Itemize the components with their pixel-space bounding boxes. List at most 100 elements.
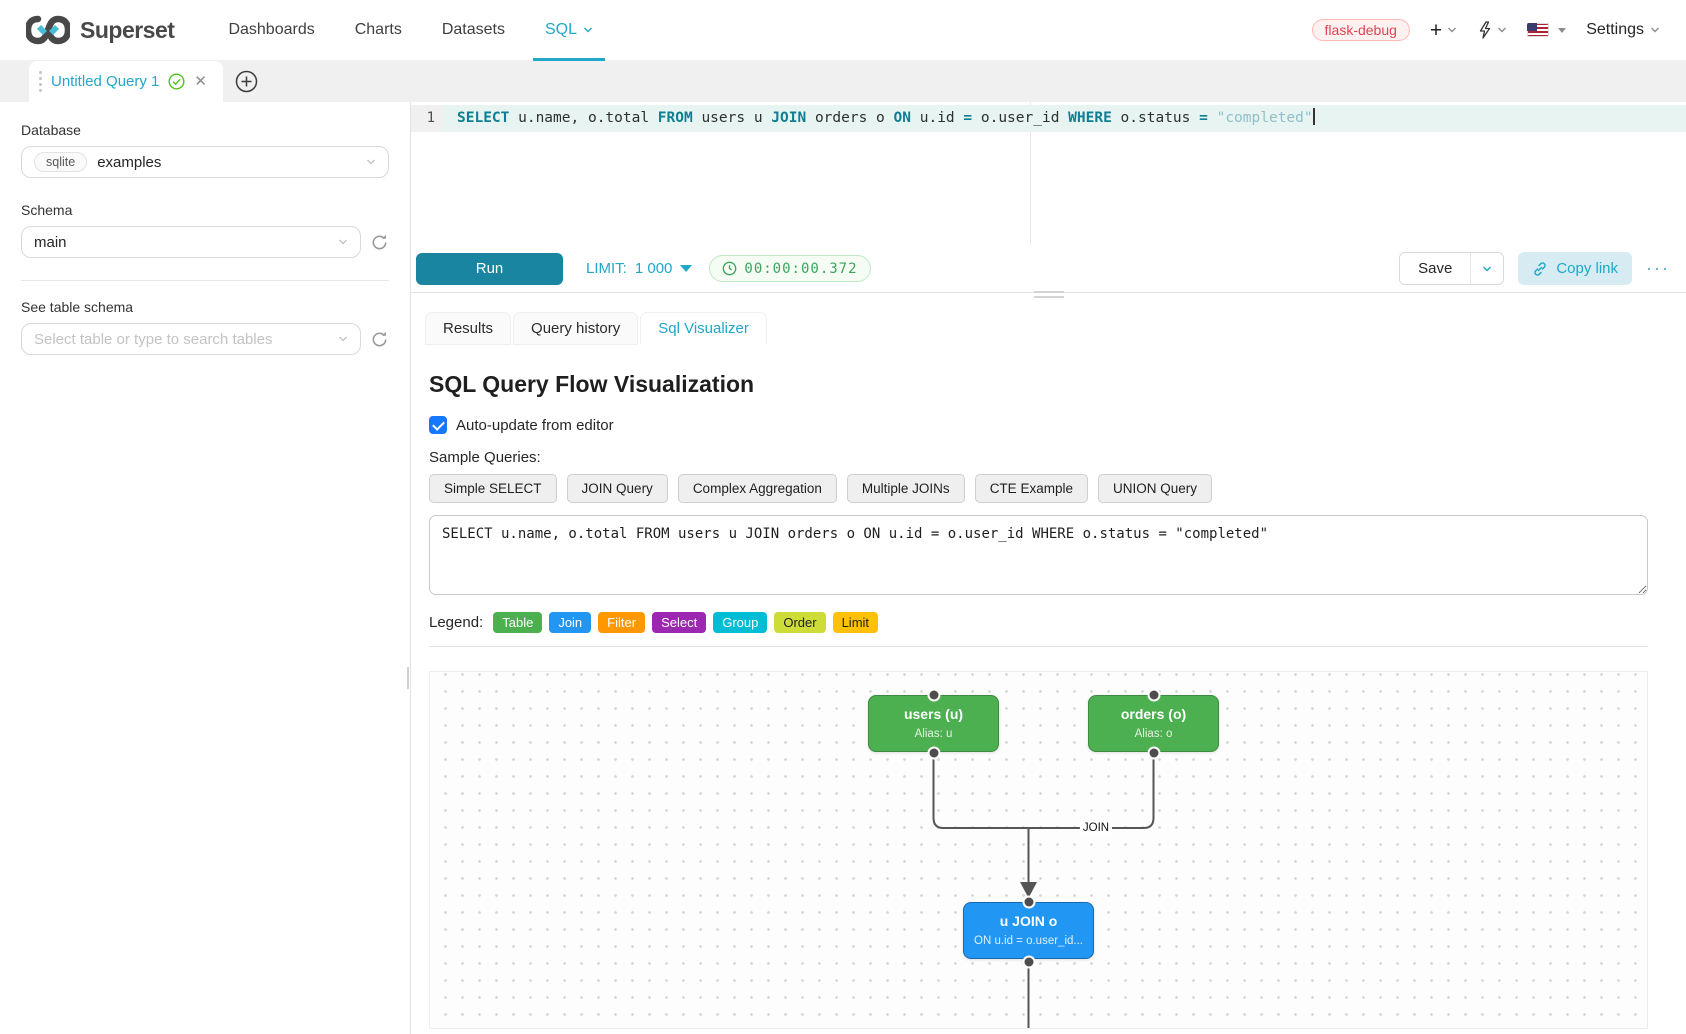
superset-infinity-icon: [26, 15, 70, 45]
sql-token: u.name, o.total: [509, 110, 658, 126]
node-handle[interactable]: [1024, 957, 1033, 967]
database-select[interactable]: sqlite examples: [21, 146, 389, 178]
pane-resize-handle[interactable]: [1033, 291, 1064, 298]
timer-value: 00:00:00.372: [744, 260, 858, 277]
flow-canvas[interactable]: users (u) Alias: u orders (o) Alias: o u…: [429, 671, 1648, 1029]
sample-query-union-query[interactable]: UNION Query: [1097, 474, 1212, 503]
node-handle[interactable]: [929, 690, 938, 700]
save-options-caret[interactable]: [1470, 253, 1503, 284]
legend-badge-group: Group: [713, 612, 768, 633]
limit-label: LIMIT:: [586, 260, 627, 277]
sql-editor[interactable]: 1 SELECT u.name, o.total FROM users u JO…: [411, 102, 1686, 245]
limit-dropdown[interactable]: LIMIT: 1 000: [586, 260, 693, 277]
superset-logo[interactable]: Superset: [26, 15, 175, 45]
query-tab-label[interactable]: Untitled Query 1: [51, 73, 160, 90]
refresh-schemas-icon[interactable]: [370, 233, 389, 252]
flow-node-join[interactable]: u JOIN o ON u.id = o.user_id...: [963, 902, 1094, 959]
tab-sql-visualizer[interactable]: Sql Visualizer: [640, 312, 767, 345]
auto-update-row[interactable]: Auto-update from editor: [429, 416, 1648, 434]
sql-token: u.id: [911, 110, 964, 126]
language-picker[interactable]: [1527, 23, 1567, 37]
sample-query-simple-select[interactable]: Simple SELECT: [429, 474, 557, 503]
navbar-right: flask-debug + Settings: [1311, 19, 1660, 41]
node-subtitle: Alias: u: [914, 728, 953, 740]
copy-link-button[interactable]: Copy link: [1518, 252, 1633, 285]
tab-results[interactable]: Results: [425, 312, 512, 345]
plus-icon: +: [1429, 18, 1443, 42]
sql-token: FROM: [657, 110, 693, 126]
table-schema-label: See table schema: [21, 299, 134, 315]
chevron-down-icon: [1498, 27, 1507, 33]
sql-visualizer-panel: SQL Query Flow Visualization Auto-update…: [425, 345, 1648, 1029]
nav-item-datasets[interactable]: Datasets: [441, 21, 505, 38]
top-navbar: Superset Dashboards Charts Datasets SQL fla…: [0, 0, 1686, 61]
sql-code-line[interactable]: SELECT u.name, o.total FROM users u JOIN…: [443, 105, 1686, 132]
schema-select[interactable]: main: [21, 226, 361, 258]
text-cursor: [1312, 108, 1315, 125]
schema-label: Schema: [21, 202, 73, 218]
legend-badge-limit: Limit: [832, 612, 879, 633]
flow-node-users[interactable]: users (u) Alias: u: [868, 695, 999, 752]
sql-token: orders o: [806, 110, 894, 126]
save-split-button: Save: [1399, 252, 1505, 285]
nav-item-charts[interactable]: Charts: [354, 21, 402, 38]
environment-badge: flask-debug: [1311, 19, 1410, 41]
run-button[interactable]: Run: [416, 252, 563, 285]
node-title: u JOIN o: [999, 913, 1058, 929]
copy-link-label: Copy link: [1556, 260, 1619, 277]
node-handle[interactable]: [1149, 690, 1158, 700]
add-query-tab-button[interactable]: [235, 61, 258, 102]
tab-query-history[interactable]: Query history: [513, 312, 639, 345]
clock-icon: [723, 261, 737, 276]
sql-token: "completed": [1216, 110, 1313, 126]
sql-token: o.user_id: [972, 110, 1069, 126]
nav-item-sql[interactable]: SQL: [525, 0, 613, 61]
chevron-down-icon: [339, 239, 347, 245]
sql-token: JOIN: [771, 110, 807, 126]
join-edge-label: JOIN: [1079, 821, 1113, 835]
chevron-down-icon: [339, 336, 347, 342]
legend-badge-table: Table: [493, 612, 543, 633]
node-handle[interactable]: [929, 748, 938, 758]
chevron-down-icon: [1448, 27, 1457, 33]
legend-badge-filter: Filter: [598, 612, 646, 633]
drag-handle-icon[interactable]: [39, 71, 42, 92]
auto-update-checkbox[interactable]: [429, 416, 447, 434]
legend-badge-order: Order: [774, 612, 826, 633]
more-actions-button[interactable]: ···: [1646, 258, 1670, 278]
sample-query-cte-example[interactable]: CTE Example: [974, 474, 1088, 503]
flow-node-orders[interactable]: orders (o) Alias: o: [1088, 695, 1219, 752]
chevron-down-icon: [367, 159, 375, 165]
main-nav: Dashboards Charts Datasets SQL: [208, 0, 613, 61]
saved-check-icon: [168, 73, 185, 90]
settings-menu[interactable]: Settings: [1586, 21, 1660, 39]
sample-query-join-query[interactable]: JOIN Query: [566, 474, 668, 503]
table-select[interactable]: Select table or type to search tables: [21, 323, 361, 355]
save-button[interactable]: Save: [1400, 253, 1471, 284]
query-tab-active[interactable]: Untitled Query 1 ✕: [29, 61, 223, 102]
query-toolbar: Run LIMIT: 1 000 00:00:00.372 Save: [411, 245, 1686, 298]
nav-item-dashboards[interactable]: Dashboards: [228, 21, 315, 38]
query-search-button[interactable]: [1477, 21, 1507, 39]
database-label: Database: [21, 122, 81, 138]
plus-circle-icon: [235, 70, 258, 93]
new-item-button[interactable]: +: [1430, 20, 1457, 41]
line-number-gutter: 1: [411, 105, 443, 132]
node-handle[interactable]: [1024, 897, 1033, 907]
visualizer-sql-input[interactable]: SELECT u.name, o.total FROM users u JOIN…: [429, 515, 1648, 595]
visualizer-title: SQL Query Flow Visualization: [429, 371, 755, 397]
sql-token: WHERE: [1068, 110, 1112, 126]
sample-query-multiple-joins[interactable]: Multiple JOINs: [846, 474, 965, 503]
legend-badge-join: Join: [549, 612, 592, 633]
node-handle[interactable]: [1149, 748, 1158, 758]
sample-query-complex-aggregation[interactable]: Complex Aggregation: [677, 474, 837, 503]
sql-token: ON: [893, 110, 911, 126]
sql-lab-main: 1 SELECT u.name, o.total FROM users u JO…: [411, 102, 1686, 1034]
caret-down-icon: [1558, 27, 1567, 33]
close-tab-icon[interactable]: ✕: [194, 73, 207, 90]
refresh-tables-icon[interactable]: [370, 330, 389, 349]
